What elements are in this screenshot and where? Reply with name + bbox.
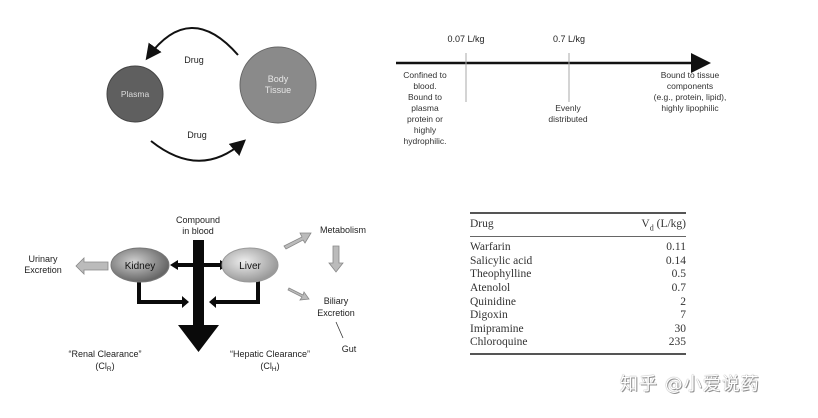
metabolism-to-biliary-arrow bbox=[328, 245, 344, 273]
svg-text:highly lipophilic: highly lipophilic bbox=[661, 103, 719, 113]
biliary-arrow bbox=[287, 287, 310, 301]
plasma-label: Plasma bbox=[121, 89, 150, 99]
vd-value: 30 bbox=[674, 322, 687, 335]
vd-value: 0.5 bbox=[671, 268, 686, 281]
clearance-diagram: Compound in blood Kidney Liver Urinary E… bbox=[24, 215, 366, 373]
table-row: Atenolol 0.7 bbox=[470, 282, 686, 296]
svg-text:Bound to tissue: Bound to tissue bbox=[661, 70, 720, 80]
body-tissue-label-1: Body bbox=[268, 74, 289, 84]
metabolism-label: Metabolism bbox=[320, 225, 366, 235]
svg-text:plasma: plasma bbox=[411, 103, 439, 113]
table-header-rule bbox=[470, 236, 686, 238]
middle-description: Evenly distributed bbox=[548, 103, 587, 124]
tick-label-0.07: 0.07 L/kg bbox=[447, 34, 484, 44]
vd-value: 0.14 bbox=[665, 254, 686, 267]
drug-name: Chloroquine bbox=[470, 336, 528, 349]
vd-value: 0.11 bbox=[666, 241, 686, 254]
svg-text:distributed: distributed bbox=[548, 114, 587, 124]
table-header: Drug Vd (L/kg) bbox=[470, 214, 686, 232]
gut-arrow bbox=[335, 321, 344, 339]
table-row: Salicylic acid 0.14 bbox=[470, 255, 686, 269]
drug-name: Atenolol bbox=[470, 282, 511, 295]
arrow-tissue-to-plasma bbox=[145, 27, 239, 61]
table-top-rule bbox=[470, 212, 686, 214]
table-row: Theophylline 0.5 bbox=[470, 268, 686, 282]
right-description: Bound to tissue components (e.g., protei… bbox=[654, 70, 727, 113]
urinary-label-1: Urinary bbox=[28, 254, 58, 264]
svg-text:components: components bbox=[667, 81, 713, 91]
svg-text:blood.: blood. bbox=[413, 81, 436, 91]
table-row: Chloroquine 235 bbox=[470, 336, 686, 350]
vd-value: 2 bbox=[680, 295, 686, 308]
renal-symbol: (ClR) bbox=[95, 361, 114, 373]
kidney-return-arrow bbox=[137, 280, 189, 308]
vd-value: 7 bbox=[680, 309, 686, 322]
drug-name: Salicylic acid bbox=[470, 254, 533, 267]
biliary-label-1: Biliary bbox=[324, 296, 349, 306]
svg-text:(e.g., protein, lipid),: (e.g., protein, lipid), bbox=[654, 92, 727, 102]
table-row: Digoxin 7 bbox=[470, 309, 686, 323]
header-drug: Drug bbox=[470, 218, 494, 230]
drug-name: Imipramine bbox=[470, 322, 524, 335]
svg-text:highly: highly bbox=[414, 125, 437, 135]
kidney-label: Kidney bbox=[125, 261, 156, 272]
drug-name: Quinidine bbox=[470, 295, 516, 308]
svg-text:Evenly: Evenly bbox=[555, 103, 581, 113]
vd-scale-diagram: 0.07 L/kg 0.7 L/kg Confined to blood. Bo… bbox=[396, 34, 727, 146]
drug-name: Warfarin bbox=[470, 241, 511, 254]
hepatic-symbol: (ClH) bbox=[260, 361, 279, 373]
urinary-label-2: Excretion bbox=[24, 265, 62, 275]
svg-text:hydrophilic.: hydrophilic. bbox=[404, 136, 447, 146]
vd-value: 235 bbox=[668, 336, 686, 349]
table-row: Warfarin 0.11 bbox=[470, 241, 686, 255]
kidney-node bbox=[110, 247, 170, 283]
gut-label: Gut bbox=[342, 344, 357, 354]
metabolism-arrow bbox=[283, 232, 312, 250]
kidney-liver-arrow bbox=[170, 260, 228, 270]
top-arrow-label: Drug bbox=[184, 55, 204, 65]
distribution-diagram: Drug Plasma Body Tissue Drug bbox=[106, 27, 317, 162]
bottom-arrow-label: Drug bbox=[187, 130, 207, 140]
header-vd: Vd (L/kg) bbox=[641, 218, 686, 233]
compound-label-2: in blood bbox=[182, 226, 214, 236]
liver-label: Liver bbox=[239, 261, 261, 272]
svg-text:Bound to: Bound to bbox=[408, 92, 442, 102]
body-tissue-node bbox=[239, 46, 317, 124]
plasma-node bbox=[106, 65, 164, 123]
liver-return-arrow bbox=[209, 280, 260, 308]
biliary-label-2: Excretion bbox=[317, 308, 355, 318]
watermark: 知乎 @小爱说药 bbox=[620, 374, 760, 395]
svg-text:protein or: protein or bbox=[407, 114, 443, 124]
hepatic-clearance-label: “Hepatic Clearance” bbox=[230, 349, 310, 359]
arrow-plasma-to-tissue bbox=[150, 139, 246, 162]
renal-clearance-label: “Renal Clearance” bbox=[68, 349, 141, 359]
drug-name: Theophylline bbox=[470, 268, 532, 281]
drug-name: Digoxin bbox=[470, 309, 508, 322]
table-bottom-rule bbox=[470, 353, 686, 356]
blood-flow-arrow bbox=[178, 240, 219, 352]
table-row: Imipramine 30 bbox=[470, 323, 686, 337]
compound-label-1: Compound bbox=[176, 215, 220, 225]
table-row: Quinidine 2 bbox=[470, 296, 686, 310]
body-tissue-label-2: Tissue bbox=[265, 85, 291, 95]
urinary-arrow bbox=[75, 257, 109, 275]
svg-text:Confined to: Confined to bbox=[403, 70, 447, 80]
left-description: Confined to blood. Bound to plasma prote… bbox=[403, 70, 447, 146]
vd-value: 0.7 bbox=[671, 282, 686, 295]
tick-label-0.7: 0.7 L/kg bbox=[553, 34, 585, 44]
liver-node bbox=[221, 247, 279, 283]
